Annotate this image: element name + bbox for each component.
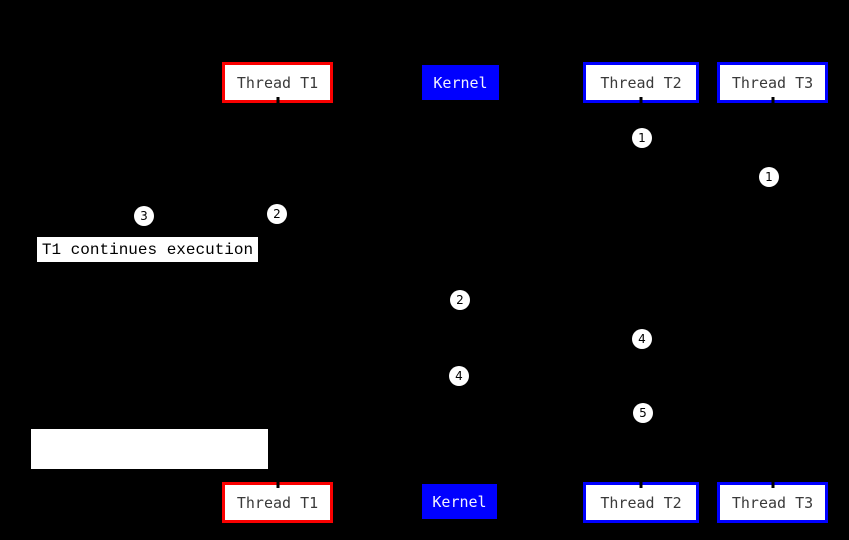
thread-t2-top-label: Thread T2	[600, 73, 682, 92]
kernel-bottom-label: Kernel	[432, 492, 487, 511]
step-marker-2-kernel: 2	[450, 290, 470, 310]
lifeline-stub	[276, 97, 279, 104]
kernel-top-label: Kernel	[433, 73, 488, 92]
thread-t1-top-box: Thread T1	[222, 62, 333, 104]
thread-t3-bottom-label: Thread T3	[731, 493, 814, 512]
step-marker-4-thread-t2: 4	[632, 329, 652, 349]
step-marker-label: 1	[638, 131, 646, 145]
step-marker-2-thread-t1: 2	[267, 204, 287, 224]
note-text: T1 continues execution	[41, 240, 254, 259]
step-marker-label: 4	[638, 332, 646, 346]
kernel-bottom-box: Kernel	[422, 484, 497, 519]
thread-t2-top-box: Thread T2	[583, 62, 699, 104]
step-marker-3: 3	[134, 206, 154, 226]
step-marker-label: 2	[273, 207, 281, 221]
lifeline-stub	[771, 97, 774, 104]
kernel-top-box: Kernel	[422, 65, 499, 100]
step-marker-1-thread-t2: 1	[632, 128, 652, 148]
step-marker-label: 1	[765, 170, 773, 184]
lifeline-stub	[276, 481, 279, 488]
step-marker-label: 4	[455, 369, 463, 383]
lifeline-stub	[771, 481, 774, 488]
thread-t3-top-label: Thread T3	[731, 73, 814, 92]
thread-t1-bottom-label: Thread T1	[236, 493, 319, 512]
step-marker-label: 2	[456, 293, 464, 307]
step-marker-label: 5	[639, 406, 647, 420]
thread-t2-bottom-label: Thread T2	[600, 493, 682, 512]
thread-t1-bottom-box: Thread T1	[222, 481, 333, 523]
lifeline-stub	[639, 481, 643, 488]
thread-t1-top-label: Thread T1	[236, 73, 319, 92]
thread-t3-bottom-box: Thread T3	[717, 481, 828, 523]
step-marker-4-kernel: 4	[449, 366, 469, 386]
step-marker-1-thread-t3: 1	[759, 167, 779, 187]
note-box: T1 continues execution	[37, 237, 258, 262]
lifeline-stub	[639, 97, 643, 104]
thread-t2-bottom-box: Thread T2	[583, 481, 699, 523]
step-marker-5: 5	[633, 403, 653, 423]
thread-t3-top-box: Thread T3	[717, 62, 828, 104]
blank-label-box	[31, 429, 268, 469]
step-marker-label: 3	[140, 209, 148, 223]
